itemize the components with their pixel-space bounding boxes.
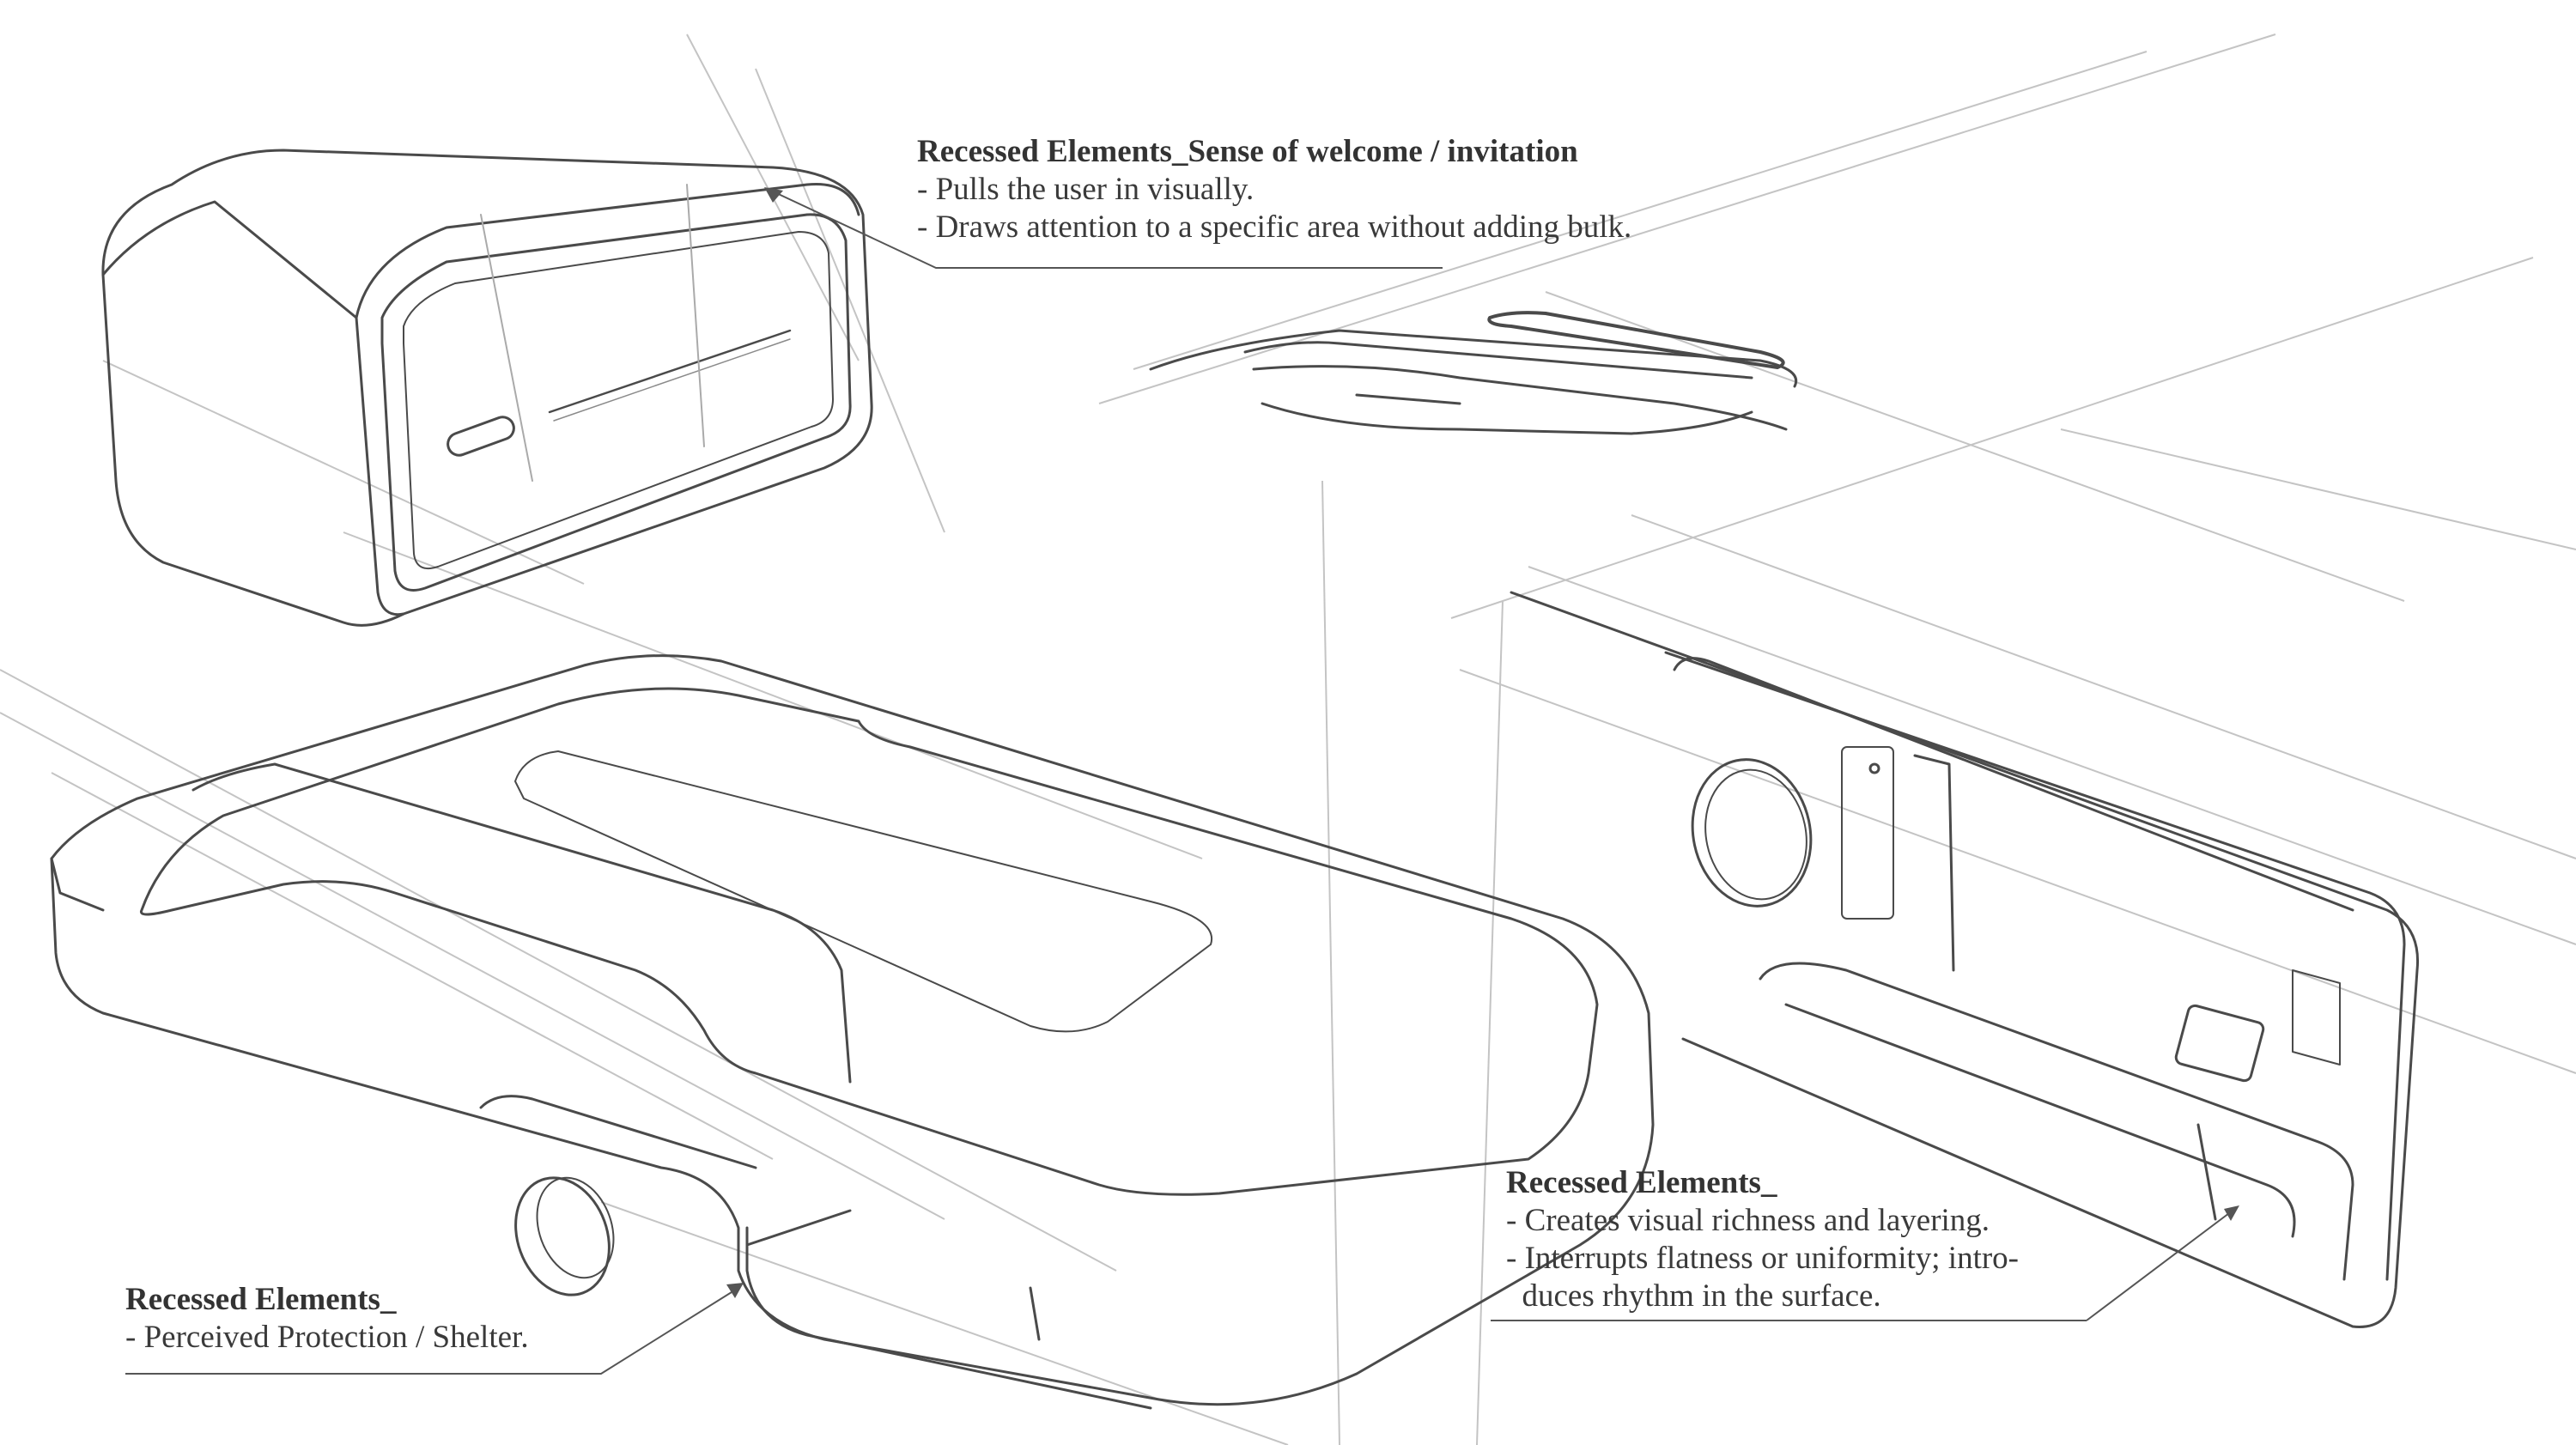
panel-surface-sketch — [1149, 311, 1797, 435]
box-device-sketch — [101, 149, 873, 627]
annotation-line: - Pulls the user in visually. — [917, 172, 1255, 207]
annotation-welcome-invitation: Recessed Elements_Sense of welcome / inv… — [917, 133, 1631, 246]
construction-lines — [0, 33, 2576, 1445]
annotation-title: Recessed Elements_ — [125, 1282, 397, 1317]
annotation-title: Recessed Elements_ — [1506, 1165, 1777, 1200]
tray-device-sketch — [50, 654, 1655, 1410]
leader-line-1 — [770, 190, 1443, 269]
annotation-line: duces rhythm in the surface. — [1506, 1278, 1881, 1314]
annotation-line: - Creates visual richness and layering. — [1506, 1203, 1990, 1238]
annotation-line: - Interrupts flatness or uniformity; int… — [1506, 1241, 2020, 1276]
annotation-protection-shelter: Recessed Elements_ - Perceived Protectio… — [125, 1281, 529, 1357]
leader-line-3 — [125, 1287, 739, 1375]
leader-arrowheads — [726, 187, 2239, 1298]
leader-lines — [125, 190, 2233, 1375]
annotation-line: - Perceived Protection / Shelter. — [125, 1320, 529, 1355]
annotation-title: Recessed Elements_Sense of welcome / inv… — [917, 134, 1578, 169]
annotation-line: - Draws attention to a specific area wit… — [917, 209, 1632, 245]
annotation-visual-richness: Recessed Elements_ - Creates visual rich… — [1506, 1164, 2019, 1315]
wall-unit-sketch — [1510, 591, 2420, 1328]
